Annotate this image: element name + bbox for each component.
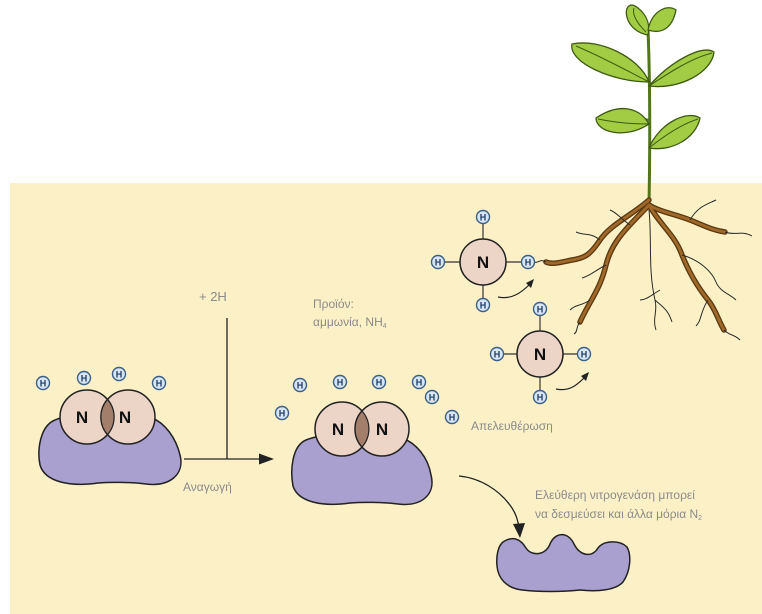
hydrogen-atom xyxy=(332,374,348,390)
free-nitrogenase xyxy=(496,533,631,593)
free-enzyme-label-line2: να δεσμεύσει και άλλα μόρια N2 xyxy=(535,506,702,527)
free-enzyme-label-line1: Ελεύθερη νιτρογενάση μπορεί xyxy=(535,488,695,502)
leaf-top xyxy=(625,4,650,36)
nitrogen-symbol: N xyxy=(76,408,88,427)
plus-2h-label: + 2H xyxy=(199,289,227,304)
hydrogen-atom xyxy=(111,366,127,382)
hydrogen-atom xyxy=(489,346,505,362)
hydrogen-atom xyxy=(274,405,290,421)
leaf-upper-right xyxy=(647,49,715,88)
nitrogen-symbol: N xyxy=(376,420,388,439)
plant xyxy=(533,4,753,341)
hydrogen-atom xyxy=(76,370,92,386)
reduction-label: Αναγωγή xyxy=(183,480,232,494)
hydrogen-atom xyxy=(520,254,536,270)
hydrogen-atom xyxy=(292,377,308,393)
nitrogen-symbol: N xyxy=(332,420,344,439)
atom-overlap-middle xyxy=(354,410,370,448)
nitrogenase-with-n2-middle: N N xyxy=(291,401,433,506)
hydrogen-atom xyxy=(444,409,460,425)
nitrogen-symbol: N xyxy=(477,253,489,272)
hydrogen-atom xyxy=(475,209,491,225)
n2-text: να δεσμεύσει και άλλα μόρια N xyxy=(535,507,699,521)
hydrogen-atom xyxy=(35,375,51,391)
hydrogen-atom xyxy=(151,375,167,391)
hydrogen-atom xyxy=(371,374,387,390)
free-enzyme-arrow xyxy=(458,475,520,529)
release-arrow-1 xyxy=(497,283,531,299)
nitrogen-atom xyxy=(516,330,564,378)
hydrogen-atom xyxy=(475,297,491,313)
ammonia-molecule-2: N xyxy=(489,301,592,405)
nitrogen-symbol: N xyxy=(534,345,546,364)
ammonia-formula-subscript: 4 xyxy=(382,323,387,330)
hydrogen-atom xyxy=(424,389,440,405)
release-arrow-2 xyxy=(555,376,586,391)
atom-overlap-left xyxy=(100,398,115,436)
ammonia-molecule-1: N xyxy=(430,209,536,313)
product-label-line2: αμμωνία, NH4 xyxy=(313,314,387,335)
nitrogen-symbol: N xyxy=(119,408,131,427)
product-label-line1: Προϊόν: xyxy=(313,297,354,311)
hydrogen-atom xyxy=(532,301,548,317)
reduction-arrow xyxy=(184,318,274,465)
hydrogen-atom xyxy=(532,389,548,405)
plant-stem xyxy=(646,29,652,206)
hydrogen-atom xyxy=(430,254,446,270)
release-label: Απελευθέρωση xyxy=(471,419,553,433)
nitrogenase-with-n2-left: N N xyxy=(38,389,182,486)
nitrogen-atom xyxy=(459,238,507,286)
ammonia-formula-text: αμμωνία, NH xyxy=(313,315,383,329)
leaf-lower-right xyxy=(648,114,701,150)
n2-subscript: 2 xyxy=(698,515,703,522)
hydrogen-atom xyxy=(576,346,592,362)
leaf-lower-left xyxy=(595,108,650,134)
hydrogen-atom xyxy=(411,374,427,390)
leaf-top-right xyxy=(647,7,677,33)
